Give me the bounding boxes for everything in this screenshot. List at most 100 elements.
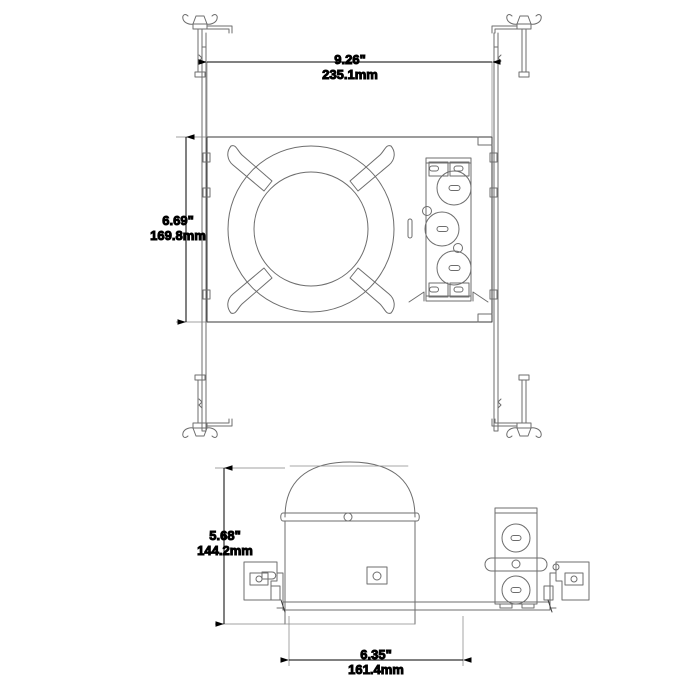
dimension-label-imperial: 6.69" [162,213,193,228]
wing-screw-foot [518,374,530,381]
mounting-ear [202,152,211,163]
gusset [408,291,425,303]
knockout-tab [436,226,449,232]
rim-cap [416,512,420,522]
dimension-label-metric: 169.8mm [150,228,206,243]
clip-arm [206,418,230,424]
plate-corner [477,313,493,323]
aperture-inner-circle [253,171,369,287]
bracket-tab [261,571,277,580]
mounting-ear [489,187,498,198]
bracket-body [243,561,278,601]
mounting-bracket-left [243,561,284,609]
clamp-slot [429,165,439,172]
retention-tab [349,145,395,192]
knockout [436,170,472,206]
clip-arm [491,418,518,427]
jbox-foot [521,603,535,609]
jbox-strap [484,557,548,572]
wing-screw-shaft [521,28,527,73]
gusset [472,291,489,303]
wing-screw-foot [194,71,206,78]
junction-box-side [484,507,548,609]
bracket-body [555,561,590,601]
mounting-ear [489,152,498,163]
bracket-rail [276,572,284,609]
plate-corner [477,136,493,146]
wing-screw-foot [518,71,530,78]
bar-hanger [493,46,499,421]
jbox-foot [499,603,513,609]
wing-screw-clip-top-left [182,14,233,78]
mounting-bracket-right [543,561,590,609]
wing-screw-clip-bottom-left [182,374,233,438]
dimension-label-imperial: 9.26" [334,52,365,67]
bracket-hole [552,563,560,571]
side-view-dimensions: 5.68" 144.2mm 6.35" 161.4mm [197,465,472,678]
clamp-slot [453,286,464,293]
wing-screw [206,427,218,438]
wing-screw [206,14,218,25]
wing-screw [530,427,542,438]
wing-screw-clip-bottom-right [491,374,542,438]
clamp-slot [453,165,464,172]
knockout-tab [510,535,522,541]
knockout [501,575,531,605]
clip-arm [494,418,518,424]
wing-screw [182,427,194,438]
knockout-small [453,243,463,253]
housing-dome [284,461,416,518]
wing-screw [530,14,542,25]
clip-arm [491,25,518,34]
mounting-ear [202,187,211,198]
wing-screw [506,14,518,25]
bar-hanger-notch [497,398,502,409]
mounting-ear [202,289,211,300]
clip-arm [494,28,518,34]
can-access-screw [372,571,382,581]
knockout [501,523,531,553]
cable-clamp [449,282,470,298]
retention-tab [349,267,395,314]
cable-clamp [428,282,449,298]
hanger-bar-joint [280,599,553,613]
cable-clamp [449,161,470,177]
wing-screw-clip-top-right [491,14,542,78]
knockout-tab [448,265,461,271]
can-access-plate [366,566,388,585]
strap-screw [511,559,521,569]
bracket-slot [564,572,584,586]
retention-tab [227,145,273,192]
plate-slot [407,218,413,239]
dimension-overall-depth: 6.69" 169.8mm [150,134,207,325]
bracket-clip [270,585,281,601]
clip-arm [206,418,233,427]
top-view-dimensions: 9.26" 235.1mm 6.69" 169.8mm [150,52,501,325]
aperture-outer-circle [227,145,395,313]
wing-screw-shaft [197,28,203,73]
bracket-hole [570,575,578,583]
clip-arm [206,25,233,34]
top-view [182,14,542,438]
bar-hanger-group-top [198,32,502,432]
dimension-label-metric: 161.4mm [348,662,404,677]
junction-box [422,157,472,302]
cable-clamp [428,161,449,177]
dimension-label-metric: 144.2mm [197,543,253,558]
plate-mounting-ears-right [489,152,498,300]
side-view [243,461,590,625]
dimension-overall-width: 9.26" 235.1mm [198,52,501,137]
clip-arm [206,28,230,34]
bar-hanger [201,46,207,421]
bar-hanger [493,32,499,48]
bar-hanger [201,419,207,432]
wing-screw-collar [516,422,532,429]
junction-box-body [425,157,472,302]
dimension-label-metric: 235.1mm [322,67,378,82]
dimension-housing-width: 6.35" 161.4mm [280,616,472,678]
retention-tab-group [227,145,395,314]
wing-screw-foot [194,374,206,381]
